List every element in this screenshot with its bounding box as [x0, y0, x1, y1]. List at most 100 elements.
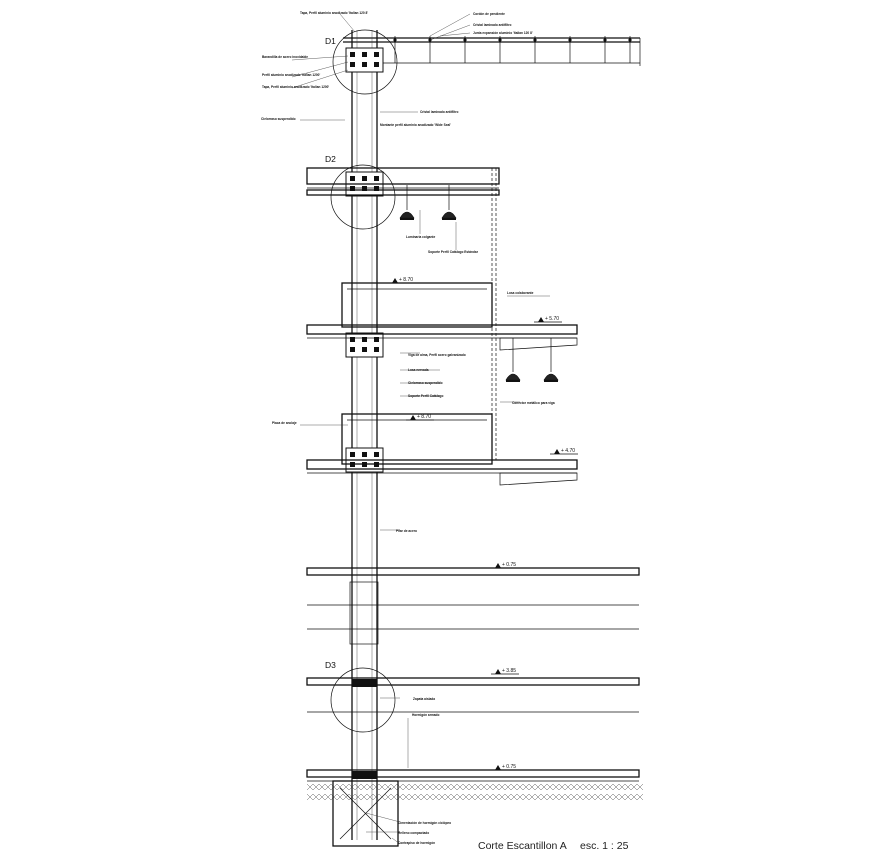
roof-bolt	[498, 38, 502, 42]
annotation: Cristal laminado antifiltro	[429, 23, 511, 41]
annotation-text: Soporte Perfil Catálogo Estándar	[428, 250, 479, 254]
bolt	[362, 347, 367, 352]
annotation-text: Viga de alma, Perfil acero galvanizado	[408, 353, 466, 357]
roof-bolt	[628, 38, 632, 42]
annotation: Pilar de acero	[380, 529, 417, 533]
pendant-lamp	[399, 185, 415, 220]
bolt	[350, 347, 355, 352]
bolt-plate	[345, 332, 384, 358]
annotation-text: Losa colaborante	[507, 291, 534, 295]
annotations: Tapa, Perfil aluminio anodizado 'Italian…	[261, 11, 555, 845]
annotation: Barandilla de acero inoxidable	[262, 55, 349, 61]
detail-label-d3: D3	[325, 660, 336, 670]
annotation: Viga de alma, Perfil acero galvanizado	[400, 352, 466, 357]
level-marker: + 4.70	[550, 448, 578, 455]
bolt	[350, 62, 355, 67]
pendant-lamp	[441, 185, 457, 220]
bolt	[350, 52, 355, 57]
annotation: Soporte Perfil Catálogo	[400, 394, 443, 398]
drawing-scale: esc. 1 : 25	[580, 840, 629, 852]
annotation-text: Luminaria colgante	[406, 235, 435, 239]
level-label: + 4.70	[561, 448, 575, 454]
bolt	[362, 52, 367, 57]
annotation-text: Conector metálico para viga	[512, 401, 555, 405]
base-plate	[352, 679, 377, 687]
level-marker: + 5.70	[534, 316, 562, 323]
annotation-text: Cielorraso suspendido	[261, 117, 296, 121]
annotation-text: Cielorraso suspendido	[408, 381, 443, 385]
level-marker: + 3.85	[491, 668, 519, 675]
annotation: Tapa, Perfil aluminio anodizado 'Italian…	[262, 69, 349, 89]
level-marker: + 0.75	[491, 562, 519, 569]
bolt	[374, 347, 379, 352]
annotation-text: Cristal laminado antifiltro	[420, 110, 458, 114]
detail-circle-d1	[332, 29, 398, 95]
pendant-lamps	[399, 185, 559, 382]
bolt	[374, 52, 379, 57]
annotation-text: Losa nervada	[408, 368, 429, 372]
detail-label-d2: D2	[325, 154, 336, 164]
level-label: + 0.75	[502, 562, 516, 568]
annotation-text: Cristal laminado antifiltro	[473, 23, 511, 27]
main-column	[349, 30, 379, 840]
drawing-title: Corte Escantillon A	[478, 840, 567, 852]
annotation-text: Placa de anclaje	[272, 421, 297, 425]
level-label: + 8.70	[399, 277, 413, 283]
level-label: + 3.85	[502, 668, 516, 674]
annotation: Perfil aluminio anodizado 'Italian 1200'	[262, 61, 349, 78]
detail-circle-d3	[330, 667, 396, 733]
bolt	[362, 176, 367, 181]
level-marker: + 8.70	[406, 414, 434, 421]
bolt	[350, 176, 355, 181]
roof-bolt	[603, 38, 607, 42]
annotation: Cielorraso suspendido	[261, 117, 345, 121]
level-markers: + 8.70 + 5.70 + 4.70 + 0.75 + 3.85 + 0.75 + 8.…	[388, 277, 578, 771]
roof-glazing	[343, 36, 641, 66]
annotation-text: Barandilla de acero inoxidable	[262, 55, 308, 59]
annotation: Cristal laminado antifiltro	[380, 110, 458, 114]
annotation-text: Junta expansión aluminio 'Italian 120 8'	[473, 31, 533, 35]
roof-bolt	[463, 38, 467, 42]
annotation-text: Relleno compactado	[398, 831, 429, 835]
level-marker: + 0.75	[491, 764, 519, 771]
annotation-text: Cimentación de hormigón ciclópeo	[398, 821, 451, 825]
annotation-text: Tapa, Perfil aluminio anodizado 'Italian…	[300, 11, 368, 15]
bolt	[374, 337, 379, 342]
annotation: Relleno compactado	[366, 831, 429, 835]
annotation-text: Montante perfil aluminio anodizado 'Wide…	[380, 123, 451, 127]
level-label: + 0.75	[502, 764, 516, 770]
annotation: Montante perfil aluminio anodizado 'Wide…	[380, 123, 451, 127]
annotation: Losa colaborante	[507, 291, 550, 297]
bolt	[362, 337, 367, 342]
annotation: Cimentación de hormigón ciclópeo	[365, 812, 451, 825]
annotation: Cielorraso suspendido	[400, 381, 443, 385]
annotation: Zapata aislada	[380, 697, 435, 701]
base-plate	[352, 771, 377, 779]
bolt	[350, 337, 355, 342]
bolt	[374, 452, 379, 457]
bolt	[362, 452, 367, 457]
bolt-plate	[345, 47, 384, 73]
annotation-text: Perfil aluminio anodizado 'Italian 1200'	[262, 73, 320, 77]
floor-slabs	[306, 167, 640, 782]
annotation-text: Tapa, Perfil aluminio anodizado 'Italian…	[262, 85, 329, 89]
annotation-text: Zapata aislada	[413, 697, 435, 701]
pendant-lamp	[505, 338, 521, 382]
roof-bolt	[568, 38, 572, 42]
annotation: Contrapiso de hormigón	[391, 837, 435, 845]
roof-bolt	[533, 38, 537, 42]
ground-hatch	[306, 783, 644, 801]
detail-circles: D1 D2 D3	[325, 29, 398, 733]
annotation: Tapa, Perfil aluminio anodizado 'Italian…	[300, 11, 368, 33]
annotation: Conector metálico para viga	[500, 401, 555, 405]
annotation: Junta expansión aluminio 'Italian 120 8'	[439, 31, 533, 37]
roof-bolt	[393, 38, 397, 42]
annotation-text: Contrapiso de hormigón	[398, 841, 435, 845]
level-label: + 5.70	[545, 316, 559, 322]
annotation-text: Cordón de pendiente	[473, 12, 505, 16]
annotation-text: Soporte Perfil Catálogo	[408, 394, 443, 398]
annotation-text: Pilar de acero	[396, 529, 417, 533]
annotation: Losa nervada	[400, 368, 440, 372]
level-marker: + 8.70	[388, 277, 416, 284]
